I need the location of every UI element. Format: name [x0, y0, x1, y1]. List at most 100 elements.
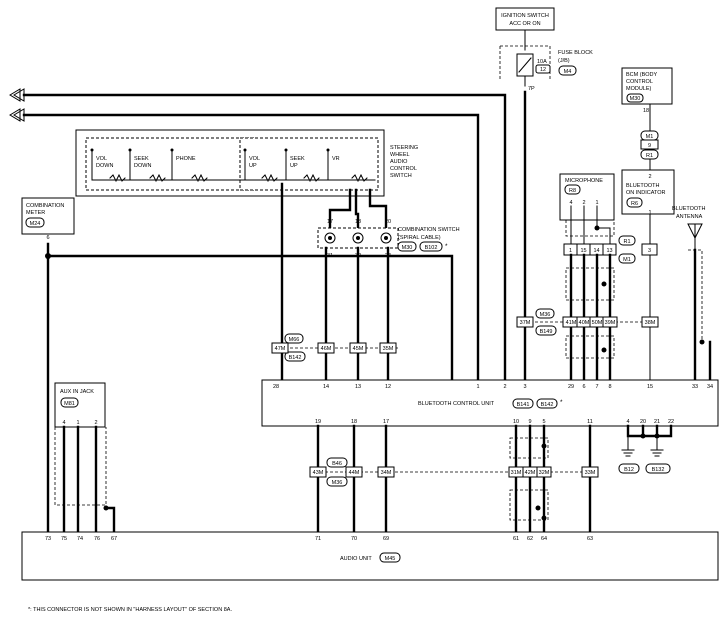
antenna-line1: BLUETOOTH	[672, 206, 706, 212]
m1-label: M1	[646, 134, 654, 140]
bt-indicator-pin: 2	[648, 174, 651, 180]
r1-label: R1	[646, 153, 653, 159]
steering-line1: STEERING	[390, 145, 418, 151]
audio-pin-64: 64	[541, 536, 547, 542]
spiral-top-pin-1: 17	[327, 219, 333, 225]
btcu-top-pin-15: 15	[647, 384, 653, 390]
fuse-pin: 7P	[528, 86, 535, 92]
btcu-bottom-pin-22: 22	[668, 419, 674, 425]
mid-right-cell-6: 38M	[645, 320, 656, 326]
bluetooth-control-unit: 28 14 13 12 1 2 3 29 6 7 8 15 33 34 BLUE…	[261, 379, 719, 427]
spiral-top-pin-2: 18	[355, 219, 361, 225]
lower-top-conn: B46	[332, 461, 342, 467]
btcu-top-pin-28: 28	[273, 384, 279, 390]
meter-pin: 6	[46, 235, 49, 241]
btcu-conn2: B142	[541, 402, 554, 408]
lower-cell-4: 31M	[511, 470, 522, 476]
connector-m1-r1: M1 9 R1	[640, 130, 659, 160]
steering-line4: CONTROL	[390, 166, 417, 172]
meter-line2: METER	[26, 210, 45, 216]
pin-9: 9	[648, 143, 651, 149]
bt-indicator-line2: ON INDICATOR	[626, 190, 666, 196]
bcm-line2: CONTROL	[626, 79, 653, 85]
aux-label: AUX IN JACK	[60, 389, 94, 395]
mid-left-top: M66	[289, 337, 300, 343]
meter-connector: M24	[30, 221, 41, 227]
sw-phone: PHONE	[176, 156, 196, 162]
sw-seek-down-2: DOWN	[134, 163, 151, 169]
audio-pin-73: 73	[45, 536, 51, 542]
sw-vol-up-2: UP	[249, 163, 257, 169]
combination-meter: COMBINATION METER M24 6	[21, 197, 75, 241]
aux-pin-2: 2	[94, 420, 97, 426]
lower-cell-3: 34M	[381, 470, 392, 476]
mid-right-cell-2: 41M	[566, 320, 577, 326]
fuse-number: 12	[540, 67, 546, 73]
bluetooth-indicator: 2 BLUETOOTH ON INDICATOR R6 1	[621, 169, 675, 216]
lower-cell-7: 33M	[585, 470, 596, 476]
lower-cell-5: 42M	[525, 470, 536, 476]
lower-cell-1: 43M	[313, 470, 324, 476]
fuse-block-line2: (J/B)	[558, 58, 570, 64]
mid-right-bottom: B149	[540, 329, 553, 335]
spiral-conn2: B102	[425, 245, 438, 251]
btcu-bottom-pin-18: 18	[351, 419, 357, 425]
btcu-bottom-pin-19: 19	[315, 419, 321, 425]
ignition-line2: ACC OR ON	[509, 21, 540, 27]
lower-connector-row: B46 M36 43M 44M 34M 31M 42M 32M 33M	[309, 457, 600, 487]
audio-pin-63: 63	[587, 536, 593, 542]
audio-pin-61: 61	[513, 536, 519, 542]
r1-pin-15: 15	[580, 248, 586, 254]
spiral-cable: 17 18 20 31 32 24 COMBINATION SWITCH (SP…	[317, 219, 460, 259]
steering-line2: WHEEL	[390, 152, 410, 158]
mid-left-cell-3: 45M	[353, 346, 364, 352]
microphone-pin-2: 2	[582, 200, 585, 206]
btcu-top-pin-29: 29	[568, 384, 574, 390]
fuse-rating: 10A	[537, 59, 547, 65]
ground-b12: B12	[624, 467, 634, 473]
microphone-connector: R8	[569, 188, 576, 194]
btcu-top-pin-6: 6	[582, 384, 585, 390]
audio-pin-62: 62	[527, 536, 533, 542]
bcm-box: BCM (BODY CONTROL MODULE) M30 18	[621, 67, 673, 114]
bt-indicator-connector: R6	[631, 201, 638, 207]
sw-vol-down-1: VOL	[96, 156, 107, 162]
btcu-star: *	[560, 399, 563, 406]
aux-connector: M81	[64, 401, 75, 407]
sw-vr: VR	[332, 156, 340, 162]
ground-connectors: B12 B132	[618, 463, 671, 474]
mid-right-top: M36	[540, 312, 551, 318]
audio-unit-connector: M45	[385, 556, 396, 562]
btcu-bottom-pin-4: 4	[626, 419, 629, 425]
steering-line5: SWITCH	[390, 173, 412, 179]
btcu-bottom-pin-11: 11	[587, 419, 593, 425]
r1-conn1: R1	[623, 239, 630, 245]
bcm-line1: BCM (BODY	[626, 72, 658, 78]
mid-right-cell-3: 40M	[579, 320, 590, 326]
fuse-block: 10A 12 FUSE BLOCK (J/B) M4 7P	[499, 45, 593, 92]
microphone: MICROPHONE R8 4 2 1	[559, 173, 615, 221]
r1-pin-3: 3	[648, 248, 651, 254]
mid-left-cell-1: 47M	[275, 346, 286, 352]
btcu-bottom-pin-10: 10	[513, 419, 519, 425]
spiral-line2: (SPIRAL CABLE)	[398, 235, 441, 241]
r1-pin-13: 13	[606, 248, 612, 254]
audio-pin-70: 70	[351, 536, 357, 542]
footnote: *: THIS CONNECTOR IS NOT SHOWN IN "HARNE…	[28, 607, 232, 613]
r1-pin-14: 14	[593, 248, 599, 254]
microphone-label: MICROPHONE	[565, 178, 603, 184]
aux-in-jack: AUX IN JACK M81 4 1 2	[54, 382, 106, 428]
bcm-line3: MODULE)	[626, 86, 652, 92]
btcu-top-pin-3: 3	[523, 384, 526, 390]
steering-line3: AUDIO	[390, 159, 408, 165]
fuse-block-connector: M4	[564, 69, 572, 75]
sw-vol-down-2: DOWN	[96, 163, 113, 169]
audio-pin-74: 74	[77, 536, 83, 542]
bt-indicator-line1: BLUETOOTH	[626, 183, 660, 189]
spiral-star: *	[445, 243, 448, 250]
btcu-bottom-pin-9: 9	[528, 419, 531, 425]
antenna-line2: ANTENNA	[676, 214, 703, 220]
audio-pin-75: 75	[61, 536, 67, 542]
ignition-line1: IGNITION SWITCH	[501, 13, 549, 19]
ground-b132: B132	[652, 467, 665, 473]
